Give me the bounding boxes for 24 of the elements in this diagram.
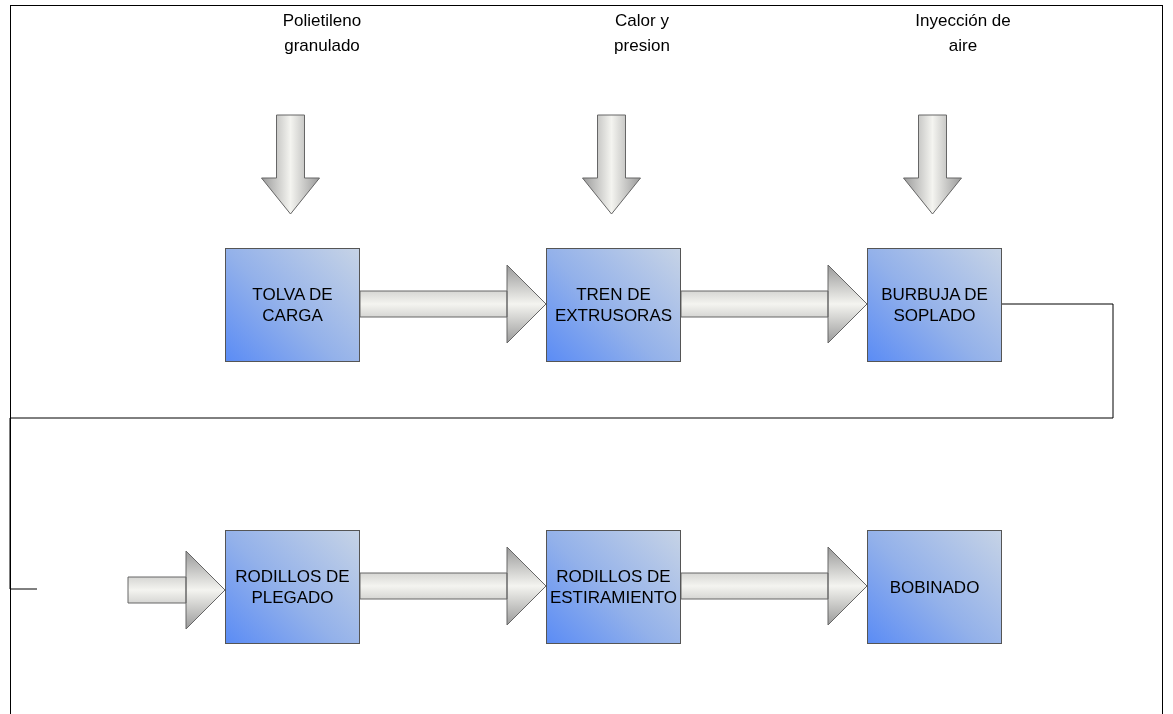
- process-label: TOLVA DE CARGA: [251, 284, 334, 326]
- process-label: BURBUJA DE SOPLADO: [880, 284, 989, 326]
- process-box: [867, 248, 1002, 362]
- process-label: RODILLOS DE ESTIRAMIENTO: [548, 566, 679, 608]
- block-arrow: [680, 546, 868, 626]
- process-box: [867, 530, 1002, 644]
- input-label: Inyección de aire: [914, 10, 1012, 57]
- block-arrow: [359, 264, 547, 344]
- process-label: RODILLOS DE PLEGADO: [234, 566, 351, 608]
- process-label: TREN DE EXTRUSORAS: [553, 284, 674, 326]
- connector-line: [9, 303, 1114, 590]
- input-label: Calor y presion: [613, 10, 671, 57]
- process-label: BOBINADO: [889, 576, 980, 598]
- process-box: [546, 530, 681, 644]
- process-box: [225, 530, 360, 644]
- block-arrow: [127, 550, 226, 630]
- process-box: [546, 248, 681, 362]
- block-arrow: [582, 114, 641, 215]
- block-arrow: [680, 264, 868, 344]
- input-label: Polietileno granulado: [281, 10, 363, 57]
- block-arrow: [903, 114, 962, 215]
- process-box: [225, 248, 360, 362]
- block-arrow: [359, 546, 547, 626]
- block-arrow: [261, 114, 320, 215]
